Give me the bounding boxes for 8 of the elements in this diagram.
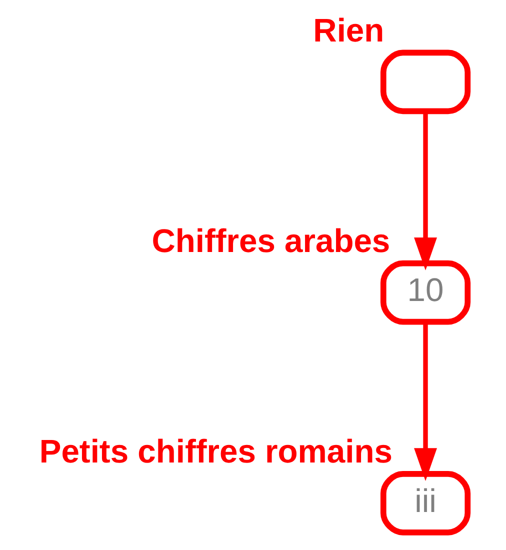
node-box: iii [380,471,470,536]
arrow [414,322,436,481]
node-box: 10 [380,260,470,325]
node-box [380,50,470,114]
node-label: Petits chiffres romains [38,432,392,470]
arrow [414,111,436,270]
node-label: Rien [312,11,384,48]
node-label: Chiffres arabes [151,222,390,260]
